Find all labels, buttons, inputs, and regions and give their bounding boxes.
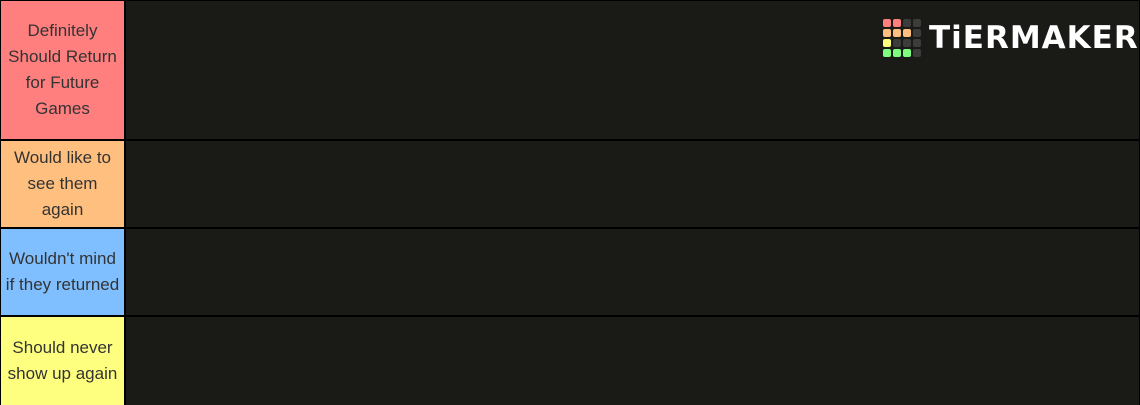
logo-grid-cell: [883, 19, 891, 27]
logo-grid-cell: [893, 39, 901, 47]
logo-grid-cell: [913, 29, 921, 37]
logo-grid-cell: [883, 49, 891, 57]
tiermaker-wordmark: TiERMAKER: [929, 20, 1139, 56]
tier-row-definitely-return: Definitely Should Return for Future Game…: [0, 1, 1140, 139]
tier-row-see-again: Would like to see them again: [0, 141, 1140, 227]
logo-grid-cell: [913, 19, 921, 27]
logo-grid-cell: [893, 49, 901, 57]
logo-grid-cell: [883, 29, 891, 37]
logo-grid-cell: [903, 39, 911, 47]
logo-grid-cell: [893, 29, 901, 37]
tiermaker-grid-icon: [883, 19, 921, 57]
tier-drop-zone[interactable]: [126, 317, 1139, 405]
logo-grid-cell: [913, 49, 921, 57]
tier-row-never-again: Should never show up again: [0, 317, 1140, 405]
logo-grid-cell: [903, 29, 911, 37]
tier-drop-zone[interactable]: [126, 1, 1139, 139]
tier-label[interactable]: Should never show up again: [1, 317, 124, 405]
logo-grid-cell: [883, 39, 891, 47]
logo-grid-cell: [893, 19, 901, 27]
tier-drop-zone[interactable]: [126, 229, 1139, 315]
tier-row-wouldnt-mind: Wouldn't mind if they returned: [0, 229, 1140, 315]
tier-drop-zone[interactable]: [126, 141, 1139, 227]
tier-label[interactable]: Would like to see them again: [1, 141, 124, 227]
logo-grid-cell: [903, 49, 911, 57]
tiermaker-logo: TiERMAKER: [883, 18, 1139, 58]
logo-grid-cell: [913, 39, 921, 47]
tier-label[interactable]: Wouldn't mind if they returned: [1, 229, 124, 315]
logo-grid-cell: [903, 19, 911, 27]
tier-label[interactable]: Definitely Should Return for Future Game…: [1, 1, 124, 139]
